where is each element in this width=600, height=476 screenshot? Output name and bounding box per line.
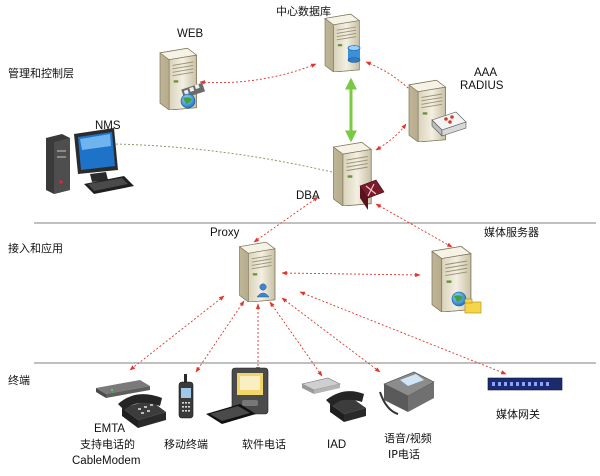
computer-tower-icon [46, 134, 70, 194]
folder-icon [464, 298, 482, 314]
media-gateway-label: 媒体网关 [496, 407, 540, 421]
pda-icon [231, 367, 269, 415]
globe-icon [451, 291, 467, 307]
link-proxy-iad [269, 301, 323, 377]
emta-device [96, 380, 166, 428]
aaa-label: AAA [474, 67, 497, 79]
link-proxy-mobile [195, 300, 245, 373]
link-nms-dba [111, 143, 333, 173]
links [129, 61, 507, 377]
link-proxy-media [281, 270, 421, 278]
user-icon [256, 283, 270, 298]
nms-workstation [46, 128, 134, 194]
link-db-aaa [365, 61, 417, 97]
link-proxy-ipphone [281, 297, 381, 373]
dba-shield-icon [359, 179, 385, 210]
softphone-device [206, 367, 269, 424]
nms-label: NMS [95, 120, 121, 132]
link-web-db [199, 63, 317, 85]
keyboard-icon [84, 176, 134, 194]
database-icon [347, 45, 361, 63]
emta-desc-label: 支持电话的 [80, 437, 135, 451]
server-module-icon [431, 111, 467, 137]
link-proxy-emta [129, 295, 225, 371]
globe-icon [180, 93, 196, 109]
cable-modem-icon [96, 380, 150, 398]
cablemodem-label: CableModem [72, 455, 140, 467]
iad-box-icon [301, 377, 341, 394]
monitor-icon [74, 128, 118, 182]
media-gateway-icon [487, 377, 563, 391]
dba-label: DBA [296, 190, 320, 202]
media-server [431, 245, 482, 314]
proxy-server [238, 241, 276, 302]
media-server-label: 媒体服务器 [484, 225, 539, 239]
layer-label-management: 管理和控制层 [8, 66, 74, 80]
ip-phone-type-label: 语音/视频 [384, 431, 432, 445]
ip-phone-label: IP电话 [388, 448, 420, 461]
keyboard-icon [206, 404, 256, 424]
link-dba-aaa [375, 123, 407, 151]
ip-phone-icon [379, 371, 435, 415]
mobile-phone-icon [178, 374, 194, 419]
database-label: 中心数据库 [276, 4, 331, 18]
telephone-icon [118, 394, 166, 428]
emta-label: EMTA [94, 423, 125, 435]
dba-server [332, 141, 385, 210]
web-label: WEB [177, 28, 204, 40]
link-proxy-gateway [299, 291, 507, 375]
layer-label-access: 接入和应用 [8, 241, 63, 255]
telephone-icon [326, 391, 366, 422]
softphone-label: 软件电话 [242, 437, 286, 451]
mobile-terminal-label: 移动终端 [164, 437, 208, 451]
link-dba-proxy [253, 196, 319, 243]
web-server [159, 47, 206, 110]
iad-label: IAD [327, 439, 346, 451]
link-dba-media [375, 203, 453, 248]
radius-label: RADIUS [460, 80, 504, 92]
iad-device [301, 377, 366, 422]
aaa-radius-server [408, 79, 467, 142]
database-server [324, 13, 361, 72]
proxy-label: Proxy [210, 227, 240, 239]
layer-label-terminal: 终端 [8, 373, 30, 387]
